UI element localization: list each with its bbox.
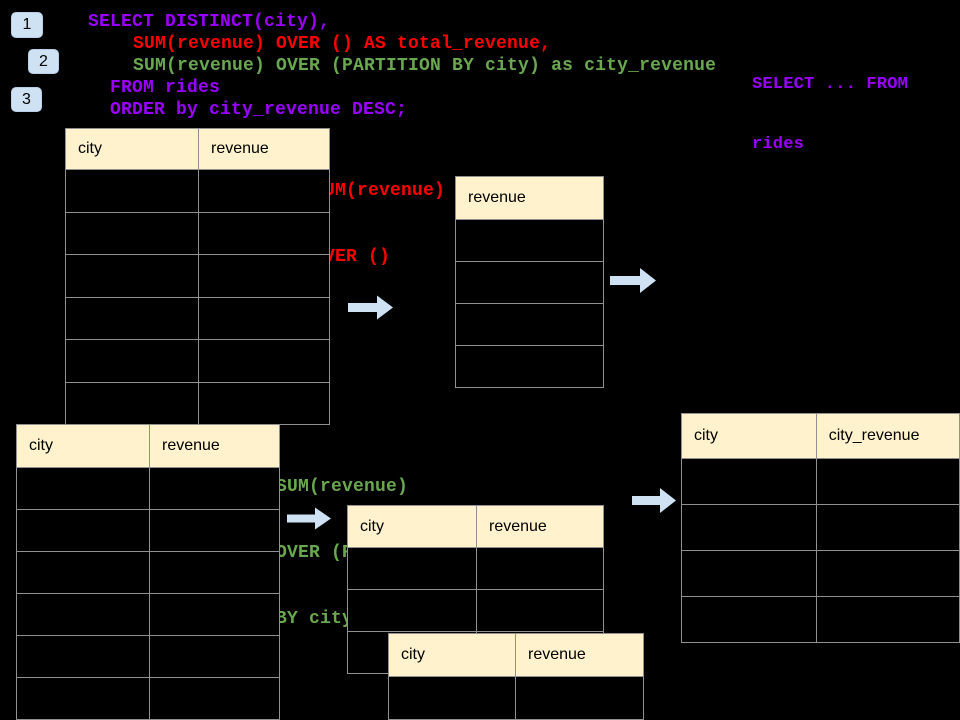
annotation-window-partition-line1: SUM(revenue) [276, 477, 409, 497]
empty-cell [681, 458, 817, 505]
empty-cell [65, 381, 199, 425]
empty-cell [65, 169, 199, 213]
step-badge-3: 3 [11, 87, 42, 112]
empty-cell [149, 677, 280, 720]
flow-arrow-to-partition-icon [287, 507, 331, 530]
annotation-from-rides-line2: rides [752, 135, 805, 154]
empty-cell [815, 504, 960, 551]
empty-cell [347, 589, 477, 632]
empty-cell [198, 296, 330, 340]
empty-cell [347, 547, 477, 590]
empty-cell [65, 254, 199, 298]
empty-cell [198, 339, 330, 383]
step-badge-1: 1 [11, 12, 43, 38]
empty-cell [455, 345, 604, 388]
column-header-city_revenue: city_revenue [815, 413, 960, 459]
sql-line-sum-total: SUM(revenue) OVER () AS total_revenue, [133, 34, 552, 54]
empty-cell [815, 596, 960, 643]
annotation-window-total-line2: OVER () [313, 247, 391, 267]
empty-cell [198, 381, 330, 425]
empty-cell [455, 219, 604, 262]
step-badge-2: 2 [28, 49, 59, 74]
column-header-revenue: revenue [149, 424, 280, 468]
column-header-revenue: revenue [515, 633, 644, 677]
empty-cell [65, 339, 199, 383]
empty-cell [198, 169, 330, 213]
empty-cell [16, 677, 150, 720]
empty-cell [16, 467, 150, 510]
sql-line-sum-partition: SUM(revenue) OVER (PARTITION BY city) as… [133, 56, 717, 76]
empty-cell [65, 211, 199, 255]
annotation-window-total: SUM(revenue) OVER () [313, 136, 445, 312]
empty-cell [198, 254, 330, 298]
empty-cell [388, 676, 516, 720]
annotation-from-rides: SELECT ... FROM rides [752, 35, 908, 195]
column-header-revenue: revenue [476, 505, 604, 548]
annotation-from-rides-line1: SELECT ... FROM [752, 75, 909, 94]
column-header-city: city [65, 128, 199, 170]
empty-cell [455, 303, 604, 346]
column-header-revenue: revenue [455, 176, 604, 220]
flow-arrow-to-result-icon [632, 488, 676, 513]
empty-cell [65, 296, 199, 340]
empty-cell [476, 589, 604, 632]
empty-cell [455, 261, 604, 304]
empty-cell [681, 550, 817, 597]
empty-cell [681, 504, 817, 551]
empty-cell [681, 596, 817, 643]
total-revenue-table: revenue [455, 176, 604, 388]
empty-cell [149, 593, 280, 636]
column-header-city: city [681, 413, 817, 459]
empty-cell [476, 547, 604, 590]
empty-cell [149, 509, 280, 552]
sql-line-order-by: ORDER by city_revenue DESC; [110, 100, 408, 120]
empty-cell [515, 676, 644, 720]
empty-cell [149, 635, 280, 678]
flow-arrow-to-total-icon [348, 295, 393, 320]
empty-cell [149, 551, 280, 594]
empty-cell [16, 509, 150, 552]
empty-cell [815, 550, 960, 597]
sql-line-select: SELECT DISTINCT(city), [88, 12, 331, 32]
annotation-window-total-line1: SUM(revenue) [313, 181, 446, 201]
empty-cell [149, 467, 280, 510]
empty-cell [16, 635, 150, 678]
empty-cell [16, 593, 150, 636]
sql-line-from: FROM rides [110, 78, 221, 98]
flow-arrow-from-total-icon [610, 268, 656, 293]
column-header-city: city [347, 505, 477, 548]
column-header-revenue: revenue [198, 128, 330, 170]
empty-cell [198, 211, 330, 255]
data-table: revenue [455, 176, 604, 388]
empty-cell [815, 458, 960, 505]
column-header-city: city [16, 424, 150, 468]
column-header-city: city [388, 633, 516, 677]
empty-cell [16, 551, 150, 594]
